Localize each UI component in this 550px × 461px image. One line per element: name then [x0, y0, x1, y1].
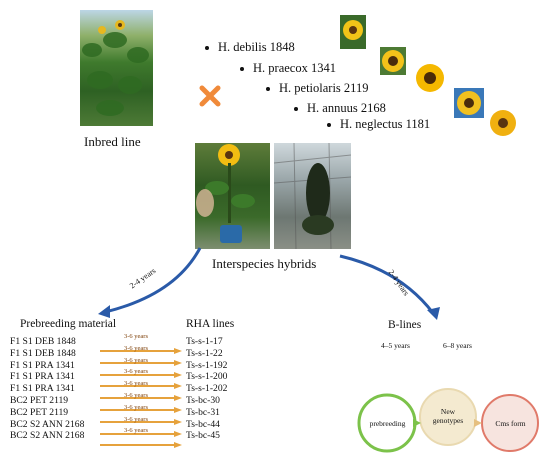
prebreeding-material: F1 S1 PRA 1341	[10, 359, 75, 371]
stage-label-cms-form: Cms form	[495, 419, 526, 428]
prebreeding-material: BC2 S2 ANN 2168	[10, 418, 85, 430]
inbred-line-photo	[80, 10, 153, 126]
duration-label: 3-6 years	[124, 415, 149, 423]
stage-label-new-genotypes: New genotypes	[432, 407, 464, 425]
duration-label: 3-6 years	[124, 344, 149, 352]
rha-header: RHA lines	[186, 318, 235, 330]
duration-label: 3-6 years	[124, 403, 149, 411]
inbred-line-label: Inbred line	[84, 134, 141, 149]
species-item: H. debilis 1848	[205, 40, 295, 55]
blines-years-left: 4–5 years	[381, 341, 410, 350]
stage-label-prebreeding: prebreeding	[369, 419, 406, 428]
rha-line: Ts-bc-30	[186, 395, 220, 406]
sunflower-petiolaris-icon	[414, 62, 446, 99]
duration-label: 3-6 years	[124, 333, 149, 340]
rha-line: Ts-bc-31	[186, 406, 220, 418]
prebreeding-material: BC2 PET 2119	[10, 395, 69, 406]
species-item: H. annuus 2168	[294, 101, 386, 116]
duration-arrow	[100, 400, 182, 418]
prebreeding-material: BC2 PET 2119	[10, 406, 69, 418]
prebreeding-material: F1 S1 DEB 1848	[10, 347, 76, 359]
duration-arrow	[100, 388, 182, 406]
sunflower-praecox-icon	[380, 47, 406, 80]
rha-line: Ts-bc-45	[186, 430, 220, 442]
duration-arrow	[100, 353, 182, 371]
duration-arrow	[100, 424, 182, 442]
prebreeding-header: Prebreeding material	[20, 318, 117, 330]
prebreeding-material: F1 S1 PRA 1341	[10, 383, 75, 395]
duration-label: 3-6 years	[124, 356, 149, 364]
prebreeding-material: F1 S1 DEB 1848	[10, 336, 76, 347]
duration-arrow	[100, 435, 182, 453]
rha-line: Ts-s-1-192	[186, 359, 228, 371]
species-item: H. petiolaris 2119	[266, 81, 368, 96]
rha-line: Ts-s-1-22	[186, 347, 223, 359]
hybrid-photo-left	[195, 143, 270, 249]
prebreeding-material: BC2 S2 ANN 2168	[10, 430, 85, 442]
blines-header: B-lines	[388, 319, 422, 331]
rha-line: Ts-s-1-17	[186, 336, 223, 347]
blines-years-right: 6–8 years	[443, 341, 472, 350]
duration-arrow	[100, 365, 182, 383]
stage-circle-new-genotypes	[419, 388, 477, 446]
sunflower-debilis-icon	[340, 15, 366, 54]
duration-label: 3-6 years	[124, 368, 149, 376]
rha-line: Ts-s-1-200	[186, 371, 228, 383]
duration-arrow	[100, 376, 182, 394]
cross-icon	[198, 84, 222, 113]
prebreeding-material: F1 S1 PRA 1341	[10, 371, 75, 383]
interspecies-hybrids-label: Interspecies hybrids	[212, 256, 317, 271]
duration-arrow	[100, 412, 182, 430]
rha-line: Ts-bc-44	[186, 418, 220, 430]
duration-label: 3-6 years	[124, 380, 149, 388]
hybrid-photo-right	[274, 143, 351, 249]
species-item: H. praecox 1341	[240, 61, 336, 76]
sunflower-annuus-icon	[454, 88, 484, 123]
sunflower-neglectus-icon	[488, 107, 518, 144]
duration-label: 3-6 years	[124, 392, 149, 399]
duration-arrow	[100, 341, 182, 359]
stage-flow	[357, 388, 539, 453]
rha-line: Ts-s-1-202	[186, 383, 228, 395]
species-item: H. neglectus 1181	[327, 117, 430, 132]
duration-label: 3-6 years	[124, 427, 149, 435]
